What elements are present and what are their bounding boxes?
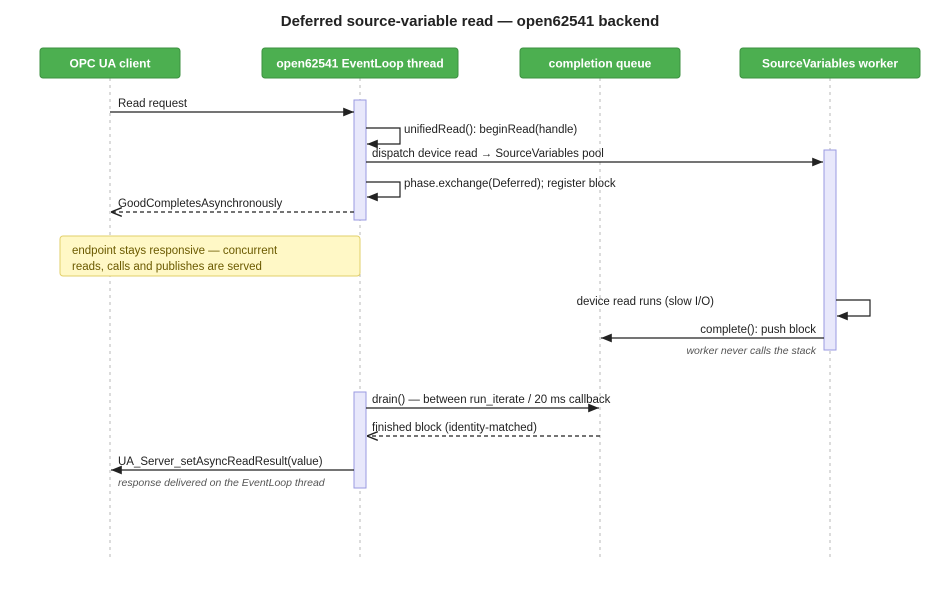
message-label: dispatch device read → SourceVariables p… — [372, 148, 604, 160]
participant-label: OPC UA client — [70, 57, 151, 71]
message-label: Read request — [118, 98, 188, 110]
message-device-read: device read runs (slow I/O) — [577, 296, 871, 321]
note-endpoint-responsive: endpoint stays responsive — concurrent r… — [59, 235, 361, 277]
activation-eventloop-2 — [353, 391, 367, 489]
note-line: reads, calls and publishes are served — [72, 261, 262, 273]
participant-label: completion queue — [549, 57, 652, 71]
message-label: phase.exchange(Deferred); register block — [404, 178, 616, 190]
annotation-response: response delivered on the EventLoop thre… — [118, 477, 326, 489]
message-label: UA_Server_setAsyncReadResult(value) — [118, 456, 323, 468]
activation-worker — [823, 149, 837, 351]
participant-client: OPC UA client — [39, 47, 181, 79]
message-label: GoodCompletesAsynchronously — [118, 198, 283, 210]
participant-label: open62541 EventLoop thread — [276, 57, 443, 71]
message-label: complete(): push block — [700, 324, 816, 336]
message-label: finished block (identity-matched) — [372, 422, 537, 434]
participant-eventloop: open62541 EventLoop thread — [261, 47, 459, 79]
participant-label: SourceVariables worker — [762, 57, 898, 71]
message-label: drain() — between run_iterate / 20 ms ca… — [372, 394, 611, 406]
message-good-completes: GoodCompletesAsynchronously — [111, 198, 354, 212]
message-phase-exchange: phase.exchange(Deferred); register block — [366, 178, 616, 202]
participant-worker: SourceVariables worker — [739, 47, 921, 79]
participant-queue: completion queue — [519, 47, 681, 79]
message-label: device read runs (slow I/O) — [577, 296, 715, 308]
annotation-worker: worker never calls the stack — [686, 345, 816, 357]
note-line: endpoint stays responsive — concurrent — [72, 245, 278, 257]
message-finished-block: finished block (identity-matched) — [367, 422, 600, 436]
message-set-async-result: UA_Server_setAsyncReadResult(value) — [111, 456, 354, 475]
diagram-title: Deferred source-variable read — open6254… — [281, 13, 660, 30]
activation-eventloop-1 — [353, 99, 367, 221]
message-complete-push: complete(): push block — [601, 324, 824, 343]
message-read-request: Read request — [110, 98, 354, 117]
message-unified-read: unifiedRead(): beginRead(handle) — [366, 124, 577, 149]
message-drain: drain() — between run_iterate / 20 ms ca… — [366, 394, 611, 413]
message-dispatch: dispatch device read → SourceVariables p… — [366, 148, 823, 167]
message-label: unifiedRead(): beginRead(handle) — [404, 124, 577, 136]
